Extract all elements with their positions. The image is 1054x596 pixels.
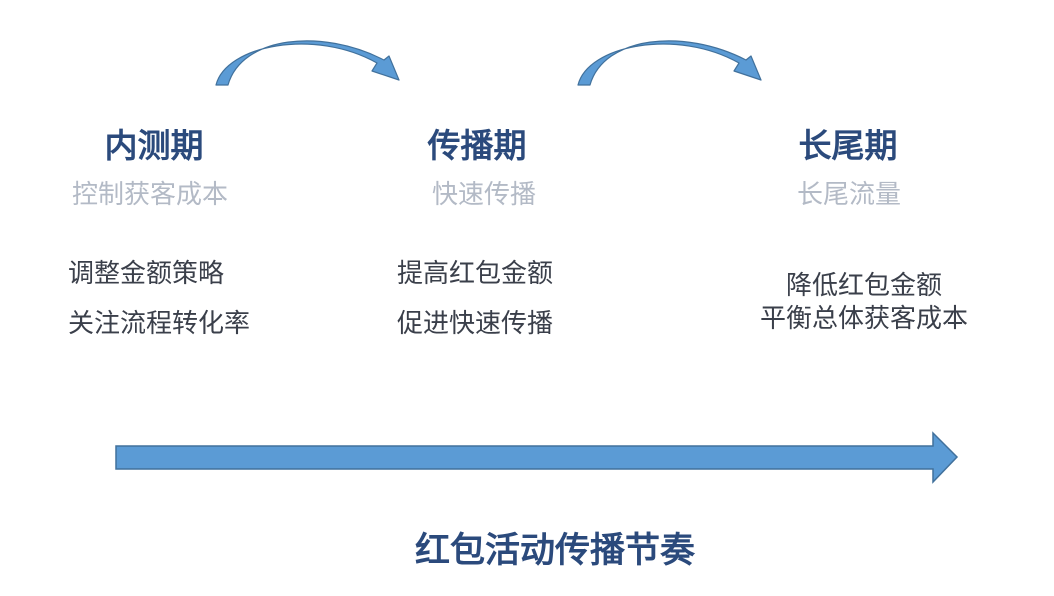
phase-1-note-1: 调整金额策略 [68,259,225,289]
phase-3-note-2: 平衡总体获客成本 [759,304,969,334]
phase-1-subtitle: 控制获客成本 [71,180,229,210]
phase-2-note-1: 提高红包金额 [397,259,554,289]
phase-1-note-2: 关注流程转化率 [68,309,251,339]
phase-3-note-1: 降低红包金额 [785,271,943,301]
phase-3-title: 长尾期 [798,126,898,165]
curved-arrow-2 [577,40,762,86]
phase-2-subtitle: 快速传播 [431,180,537,210]
phase-1-title: 内测期 [104,126,204,165]
phase-3-subtitle: 长尾流量 [796,180,902,210]
diagram-caption: 红包活动传播节奏 [414,531,696,571]
phase-2-note-2: 促进快速传播 [397,309,554,339]
timeline-arrow [115,431,959,484]
phase-2-title: 传播期 [427,126,527,165]
curved-arrow-1 [215,40,400,86]
